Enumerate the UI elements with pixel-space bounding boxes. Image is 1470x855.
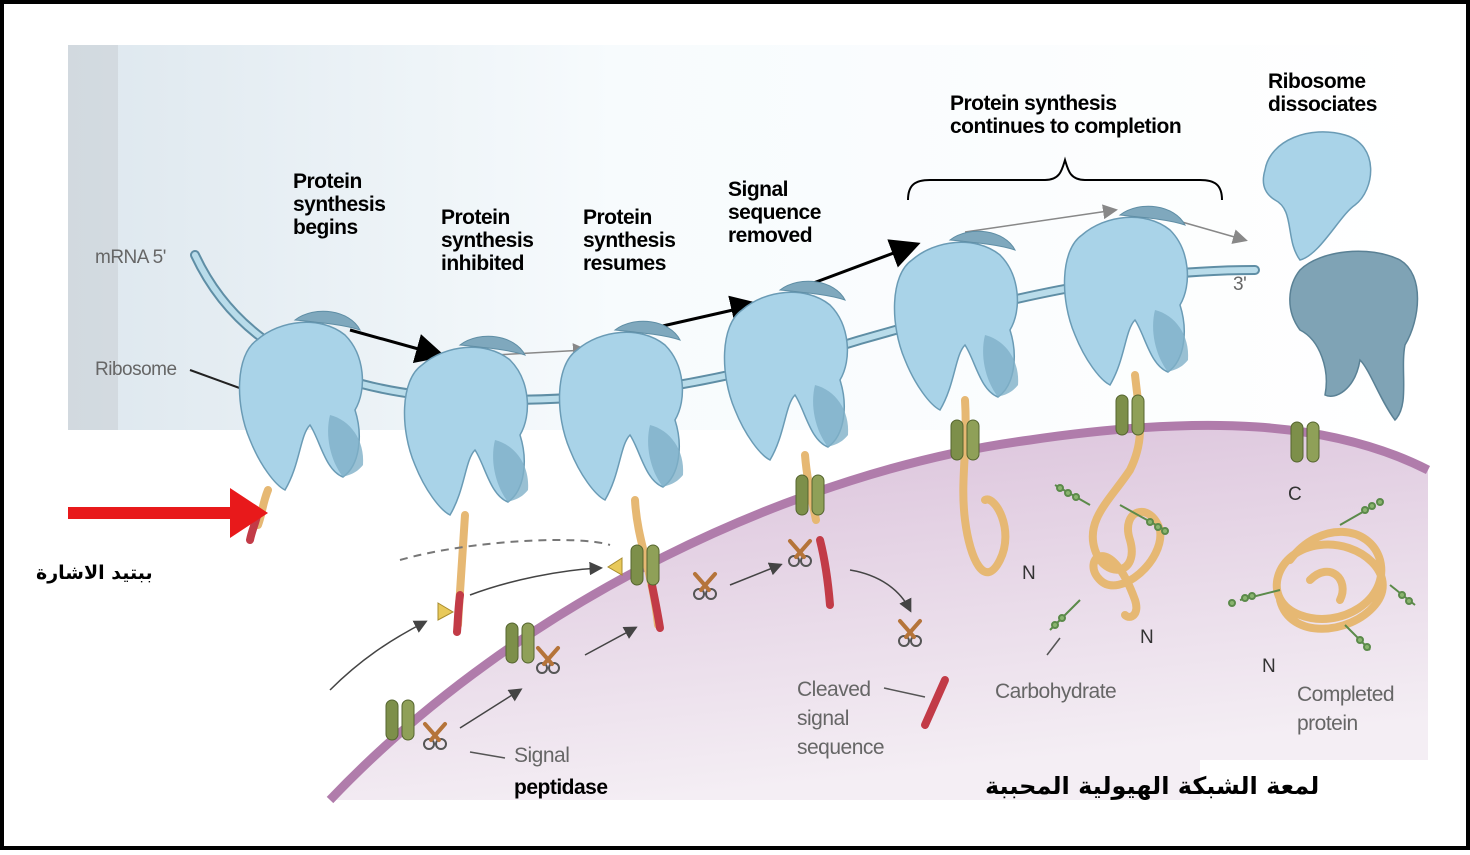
step-resumes-label: Protein synthesis resumes bbox=[583, 206, 675, 275]
arabic-rer-lumen-label: لمعة الشبكة الهيولية المحببة bbox=[985, 772, 1319, 800]
dashed-recycle-arrow bbox=[400, 540, 610, 560]
mrna-3-label: 3' bbox=[1233, 273, 1246, 296]
signal-peptidase-label-line2: peptidase bbox=[514, 776, 608, 799]
c-terminal-label: C bbox=[1288, 483, 1301, 506]
signal-seq-2 bbox=[457, 595, 460, 632]
n-terminal-label-3: N bbox=[1262, 655, 1275, 678]
mrna-5-label: mRNA 5' bbox=[95, 246, 166, 269]
srp-triangle-2 bbox=[608, 558, 622, 575]
n-terminal-label-1: N bbox=[1022, 562, 1035, 585]
step-begins-label: Protein synthesis begins bbox=[293, 170, 385, 239]
carbohydrate-label: Carbohydrate bbox=[995, 680, 1116, 703]
n-terminal-label-2: N bbox=[1140, 626, 1153, 649]
srp-return-arrow bbox=[330, 622, 425, 690]
ribosome-label: Ribosome bbox=[95, 358, 177, 381]
srp-arrow bbox=[470, 568, 600, 595]
arabic-signal-peptide-label: ببتيد الاشارة bbox=[36, 562, 153, 584]
signal-peptidase-label-line1: Signal bbox=[514, 744, 569, 767]
cleaved-signal-label: Cleaved signal sequence bbox=[797, 675, 884, 762]
step-removed-label: Signal sequence removed bbox=[728, 178, 821, 247]
srp-triangle-1 bbox=[438, 603, 453, 620]
step-continues-label: Protein synthesis continues to completio… bbox=[950, 92, 1181, 138]
step-inhibited-label: Protein synthesis inhibited bbox=[441, 206, 533, 275]
completed-protein-label: Completed protein bbox=[1297, 680, 1394, 738]
step-dissociates-label: Ribosome dissociates bbox=[1268, 70, 1377, 116]
